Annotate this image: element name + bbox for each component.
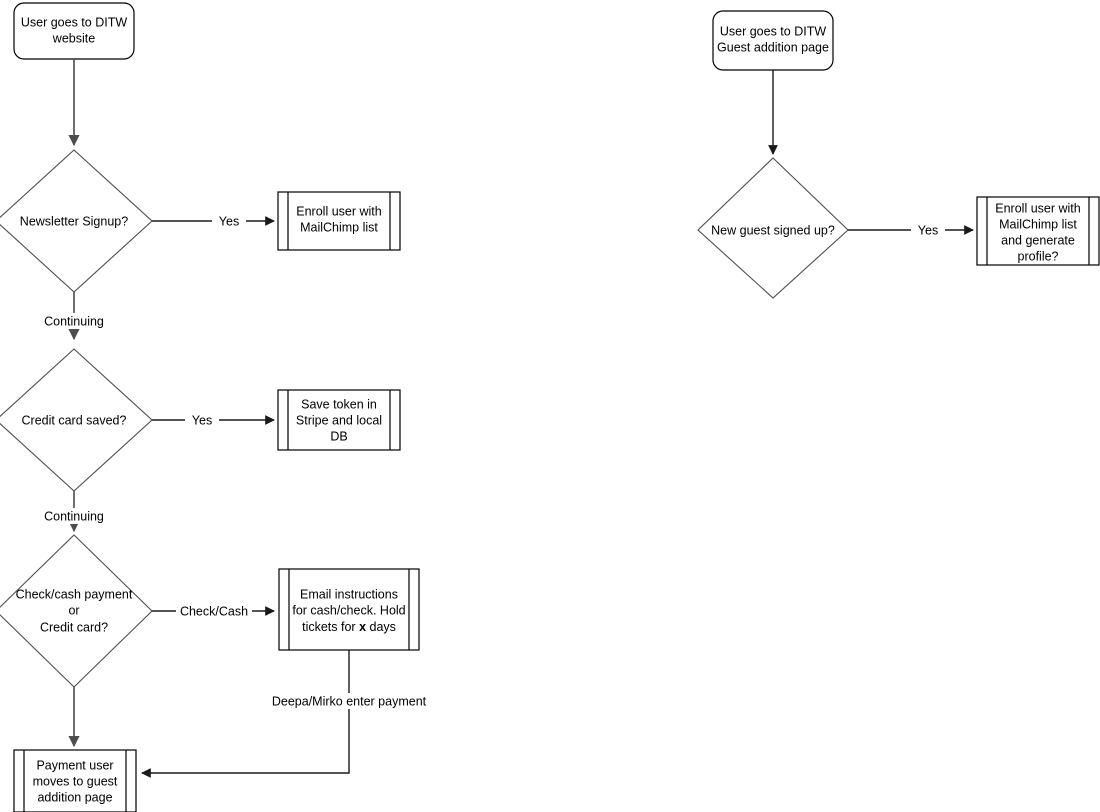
node-newsletter-signup[interactable]: Newsletter Signup? <box>0 149 153 293</box>
check-cash-label-bg <box>176 603 252 619</box>
email-instructions-line-2: for cash/check. Hold <box>292 603 405 617</box>
node-start-website[interactable]: User goes to DITW website <box>13 2 135 60</box>
yes-guest-label-bg <box>911 222 945 238</box>
email-instructions-line-3-suffix: days <box>366 620 396 634</box>
credit-card-saved-label: Credit card saved? <box>22 413 127 427</box>
enroll-mailchimp-line-2: MailChimp list <box>300 220 378 234</box>
start-guest-page-line-2: Guest addition page <box>717 40 829 54</box>
node-enroll-mailchimp[interactable]: Enroll user with MailChimp list <box>277 191 401 251</box>
node-save-token[interactable]: Save token in Stripe and local DB <box>277 389 401 451</box>
save-token-line-1: Save token in <box>301 397 377 411</box>
start-website-line-1: User goes to DITW <box>21 15 127 29</box>
payment-user-moves-line-1: Payment user <box>36 758 113 772</box>
edge-email-to-payment-user <box>141 650 350 778</box>
payment-user-moves-line-3: addition page <box>37 790 112 804</box>
email-instructions-shape <box>278 568 420 651</box>
node-enroll-mailchimp-profile[interactable]: Enroll user with MailChimp list and gene… <box>976 196 1100 266</box>
payment-user-moves-shape <box>13 749 137 812</box>
enroll-mailchimp-profile-line-4: profile? <box>1018 249 1059 263</box>
payment-method-line-1: Check/cash payment <box>16 587 133 601</box>
payment-user-moves-line-2: moves to guest <box>33 774 118 788</box>
enroll-mailchimp-profile-line-2: MailChimp list <box>999 217 1077 231</box>
node-payment-user-moves[interactable]: Payment user moves to guest addition pag… <box>13 749 137 812</box>
enroll-mailchimp-shape <box>277 191 401 251</box>
edge-label-deepa-mirko: Deepa/Mirko enter payment <box>272 694 427 708</box>
email-instructions-line-1: Email instructions <box>300 587 398 601</box>
email-instructions-line-3-prefix: tickets for <box>302 620 359 634</box>
continuing-2-label-bg <box>36 508 112 524</box>
deepa-mirko-label-bg <box>271 693 427 709</box>
node-payment-method[interactable]: Check/cash payment or Credit card? <box>0 534 153 688</box>
enroll-mailchimp-profile-shape <box>976 196 1100 266</box>
node-new-guest-signed-up[interactable]: New guest signed up? <box>697 157 849 299</box>
node-credit-card-saved[interactable]: Credit card saved? <box>0 348 153 492</box>
node-start-guest-page[interactable]: User goes to DITW Guest addition page <box>712 10 834 71</box>
yes-credit-card-label-bg <box>185 412 219 428</box>
yes-newsletter-label-bg <box>212 213 246 229</box>
email-instructions-line-3: tickets for x days <box>302 620 396 634</box>
enroll-mailchimp-profile-line-3: and generate <box>1001 233 1075 247</box>
payment-method-line-2: or <box>68 603 79 617</box>
start-website-line-2: website <box>52 31 95 45</box>
node-email-instructions[interactable]: Email instructions for cash/check. Hold … <box>278 568 420 651</box>
start-guest-page-line-1: User goes to DITW <box>720 24 826 38</box>
enroll-mailchimp-profile-line-1: Enroll user with <box>995 201 1080 215</box>
newsletter-signup-label: Newsletter Signup? <box>20 214 128 228</box>
edge-label-yes-newsletter: Yes <box>219 214 239 228</box>
enroll-mailchimp-line-1: Enroll user with <box>296 204 381 218</box>
save-token-line-3: DB <box>330 429 347 443</box>
save-token-shape <box>277 389 401 451</box>
save-token-line-2: Stripe and local <box>296 413 382 427</box>
new-guest-signed-up-label: New guest signed up? <box>711 223 835 237</box>
continuing-1-label-bg <box>36 313 112 329</box>
edge-label-yes-credit-card: Yes <box>192 413 212 427</box>
payment-method-line-3: Credit card? <box>40 620 108 634</box>
edge-label-continuing-2: Continuing <box>44 509 104 523</box>
email-instructions-bold-x: x <box>359 620 366 634</box>
new-guest-signed-up-shape <box>697 157 849 299</box>
edge-label-continuing-1: Continuing <box>44 314 104 328</box>
edge-label-yes-guest: Yes <box>918 223 938 237</box>
edge-label-check-cash: Check/Cash <box>180 604 248 618</box>
